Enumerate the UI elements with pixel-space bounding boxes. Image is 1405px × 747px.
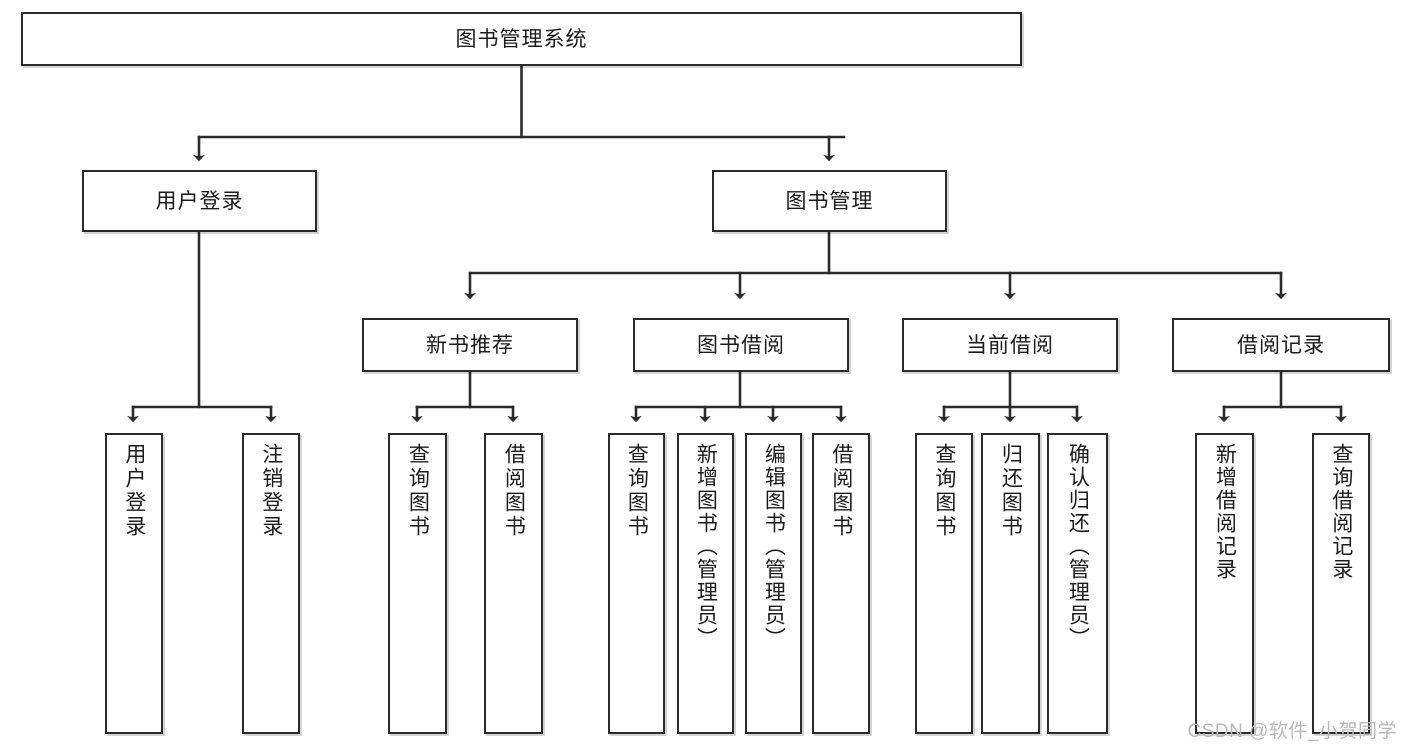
leaf-current-borrow-confirm-return-admin[interactable]: 确认归还（管理员）	[1047, 433, 1108, 734]
leaf-book-borrow-borrow-book[interactable]: 借阅图书	[812, 433, 870, 734]
leaf-current-borrow-return-book[interactable]: 归还图书	[981, 433, 1040, 734]
node-label: 用户登录	[155, 189, 244, 213]
csdn-watermark: CSDN @软件_小贺同学	[1187, 721, 1397, 742]
node-label: 图书管理系统	[455, 27, 588, 51]
leaf-book-borrow-add-book-admin[interactable]: 新增图书（管理员）	[677, 433, 734, 734]
leaf-borrow-record-query-record[interactable]: 查询借阅记录	[1312, 433, 1370, 734]
node-label: 归还图书	[999, 443, 1023, 539]
node-label: 确认归还（管理员）	[1066, 443, 1090, 650]
leaf-book-borrow-edit-book-admin[interactable]: 编辑图书（管理员）	[745, 433, 802, 734]
node-label: 图书管理	[785, 189, 874, 213]
node-label: 编辑图书（管理员）	[762, 443, 786, 650]
node-root-book-management-system[interactable]: 图书管理系统	[21, 12, 1022, 66]
node-label: 查询图书	[406, 443, 430, 539]
leaf-current-borrow-query-book[interactable]: 查询图书	[915, 433, 973, 734]
node-book-management[interactable]: 图书管理	[712, 170, 947, 232]
node-label: 新书推荐	[426, 333, 514, 357]
node-label: 新增借阅记录	[1213, 443, 1237, 581]
node-label: 查询图书	[932, 443, 956, 539]
node-new-book-recommend[interactable]: 新书推荐	[362, 318, 578, 372]
node-user-login[interactable]: 用户登录	[82, 170, 317, 232]
node-label: 查询图书	[625, 443, 649, 539]
leaf-new-book-query-book[interactable]: 查询图书	[388, 433, 447, 734]
node-label: 当前借阅	[966, 333, 1054, 357]
node-label: 注销登录	[259, 443, 283, 539]
node-label: 新增图书（管理员）	[694, 443, 718, 650]
leaf-book-borrow-query-book[interactable]: 查询图书	[608, 433, 665, 734]
node-borrow-record[interactable]: 借阅记录	[1172, 318, 1390, 372]
leaf-new-book-borrow-book[interactable]: 借阅图书	[484, 433, 543, 734]
leaf-user-login-logout[interactable]: 注销登录	[242, 433, 300, 734]
node-label: 图书借阅	[697, 333, 785, 357]
node-current-borrow[interactable]: 当前借阅	[902, 318, 1118, 372]
node-book-borrow[interactable]: 图书借阅	[633, 318, 849, 372]
leaf-user-login-login[interactable]: 用户登录	[105, 433, 163, 734]
node-label: 借阅图书	[829, 443, 853, 539]
node-label: 借阅图书	[502, 443, 526, 539]
node-label: 用户登录	[122, 443, 146, 539]
node-label: 借阅记录	[1237, 333, 1325, 357]
node-label: 查询借阅记录	[1329, 443, 1353, 581]
leaf-borrow-record-add-record[interactable]: 新增借阅记录	[1195, 433, 1254, 734]
